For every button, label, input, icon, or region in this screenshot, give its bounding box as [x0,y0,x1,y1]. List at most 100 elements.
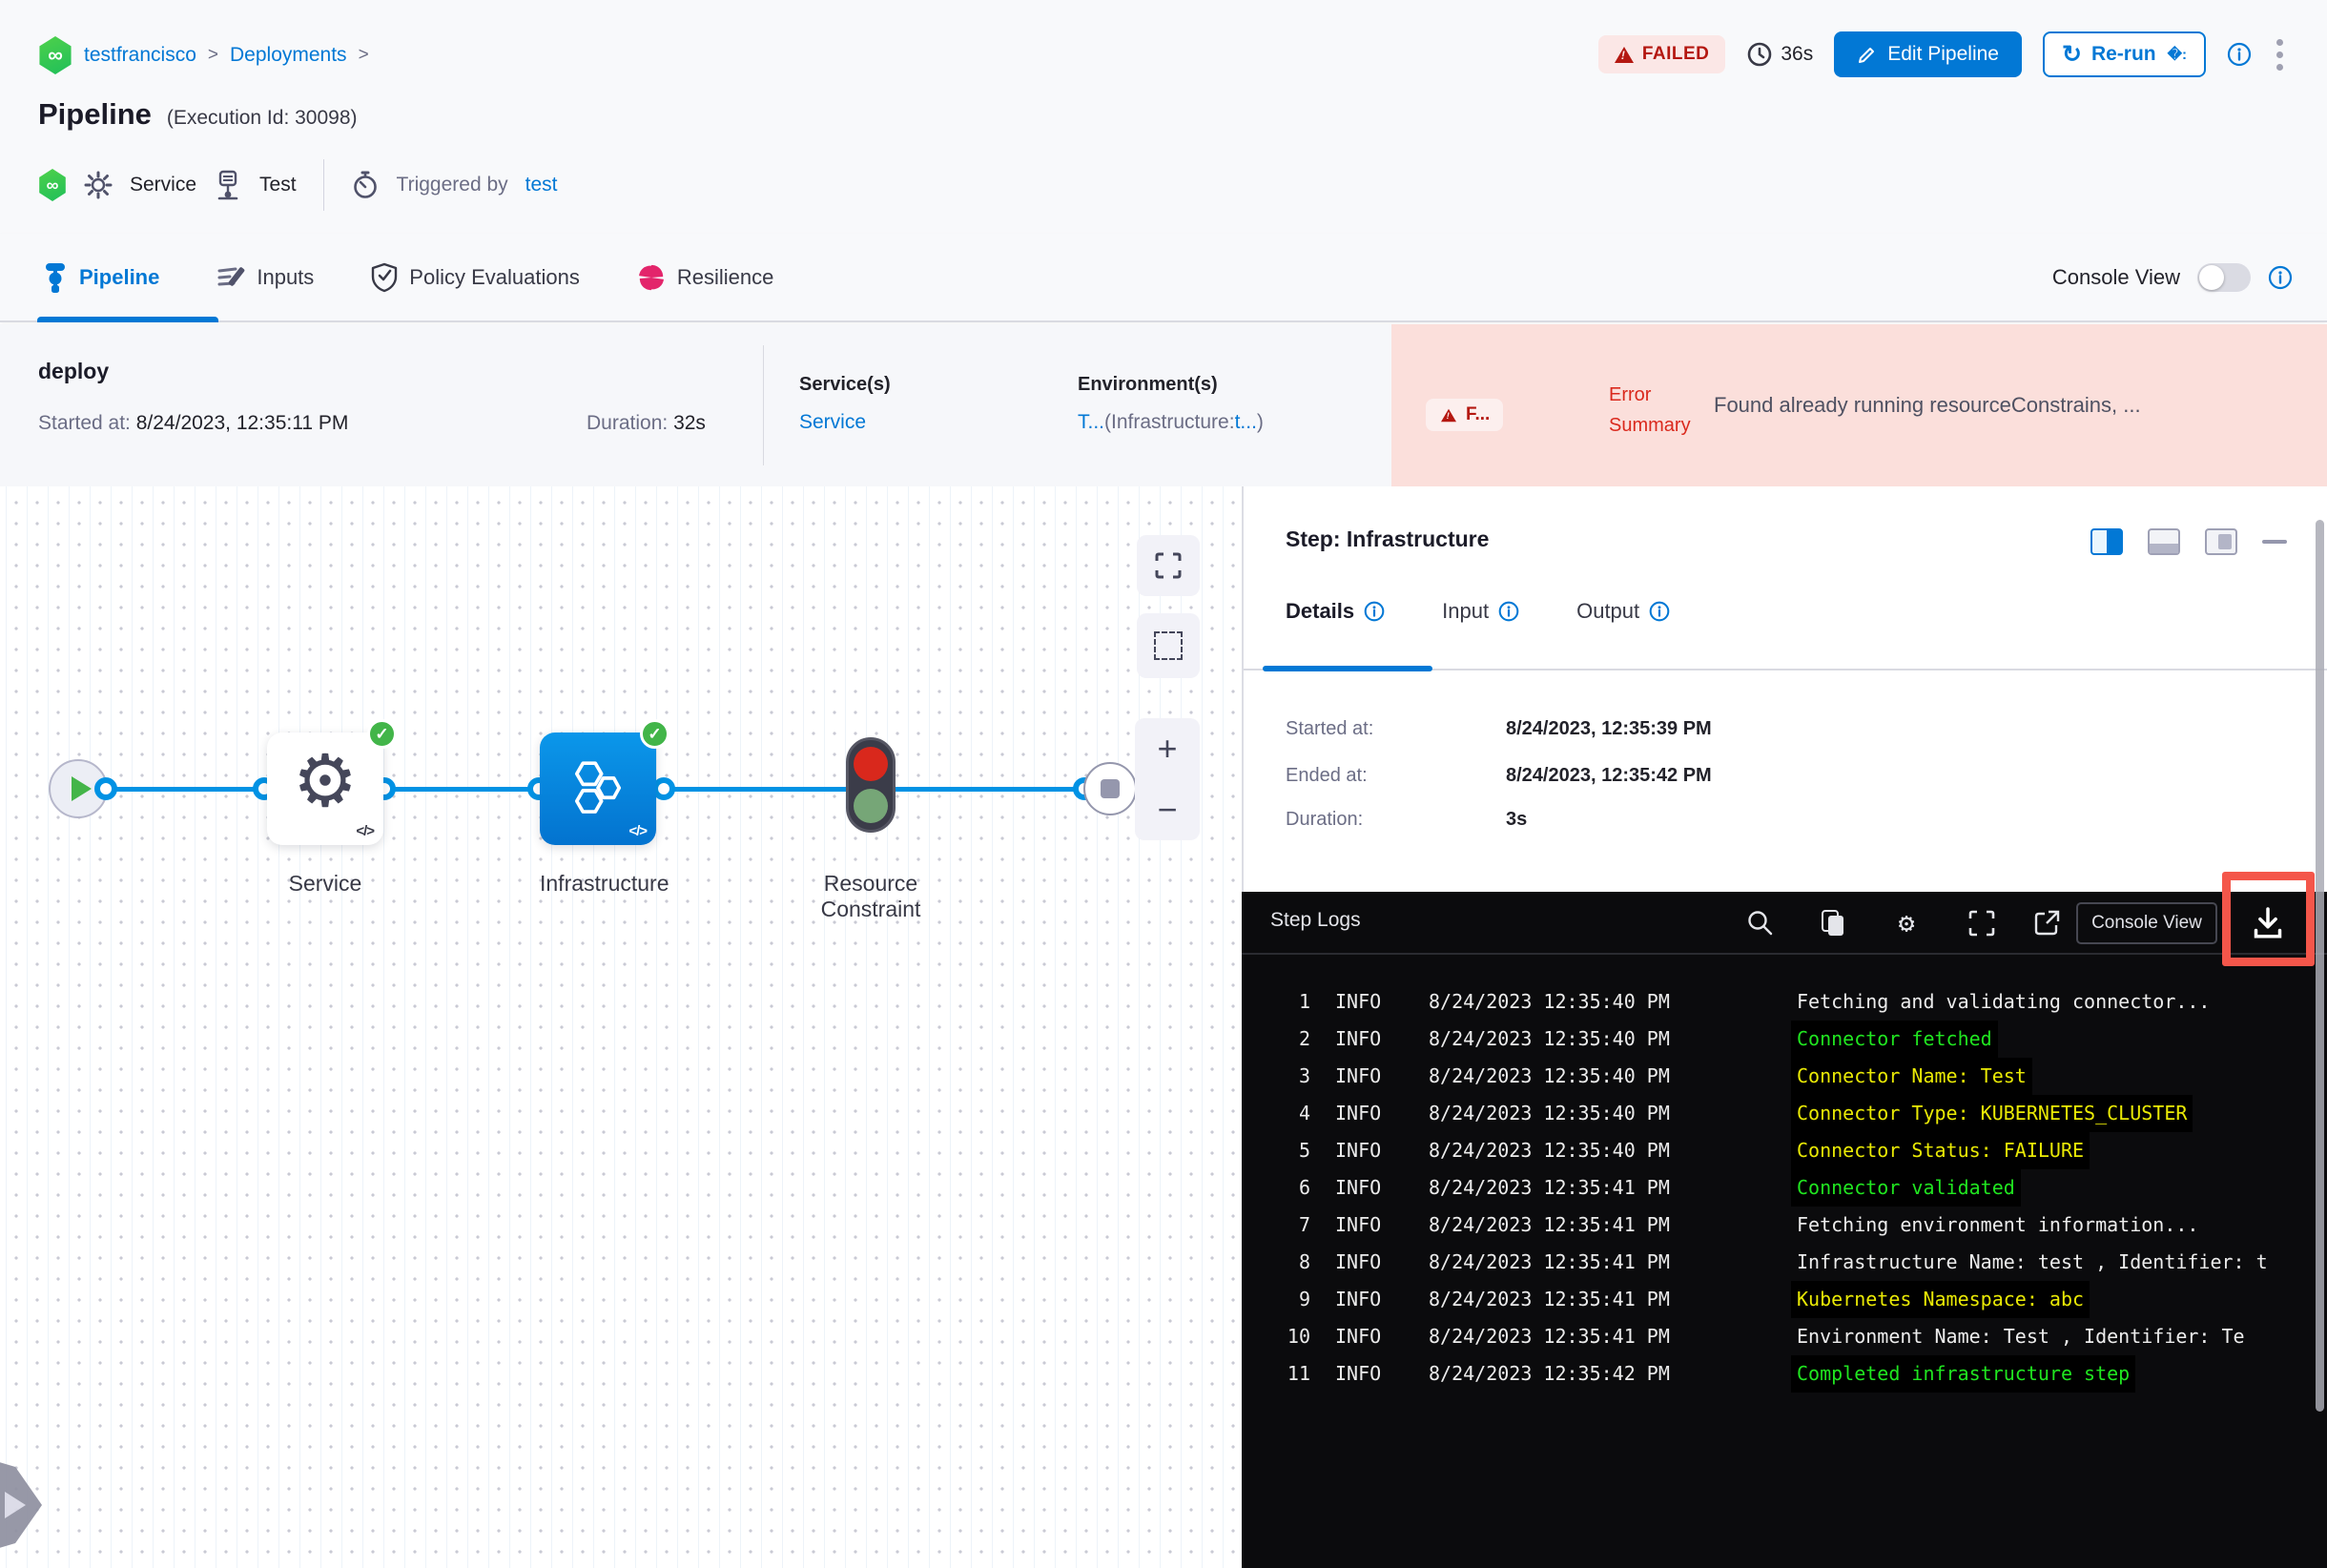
tab-pipeline[interactable]: Pipeline [37,262,165,293]
log-line-number: 10 [1287,1325,1310,1348]
tab-inputs[interactable]: Inputs [211,264,319,291]
edit-pipeline-button[interactable]: Edit Pipeline [1834,31,2022,77]
code-icon: </> [356,823,375,839]
zoom-in-button[interactable]: + [1157,729,1178,768]
rerun-button[interactable]: ↻ Re-run �: [2042,31,2206,77]
info-icon[interactable] [2227,42,2252,67]
info-icon[interactable] [1498,601,1519,622]
log-settings-gear-icon[interactable]: ⚙ [1898,907,1915,939]
log-message: Connector Status: FAILURE [1791,1132,2090,1169]
tab-resilience[interactable]: Resilience [631,263,780,292]
tab-inputs-label: Inputs [257,264,315,289]
warning-icon [1614,46,1634,63]
step-tabs: Details Input Output [1286,599,1670,624]
log-message: Environment Name: Test , Identifier: Te [1797,1325,2245,1348]
tab-policy-evaluations[interactable]: Policy Evaluations [365,262,586,293]
info-icon[interactable] [1364,601,1385,622]
edge-resource-end [893,787,1087,792]
tab-pipeline-label: Pipeline [79,264,160,289]
step-node-infrastructure[interactable]: ✓ </> [540,719,669,845]
service-link[interactable]: Service [799,411,867,433]
tab-details[interactable]: Details [1286,599,1385,624]
log-level: INFO [1335,1027,1382,1050]
environment-link[interactable]: T... [1078,411,1105,433]
copy-icon[interactable] [1818,908,1848,939]
log-timestamp: 8/24/2023 12:35:41 PM [1429,1288,1670,1310]
log-message: Fetching and validating connector... [1797,990,2211,1013]
chevron-right-icon: > [207,45,218,65]
stage-name: deploy [38,359,110,383]
pipeline-meta-row: ∞ Service Test [38,159,558,211]
canvas-zoom-controls: + − [1135,718,1200,840]
breadcrumb-deployments-link[interactable]: Deployments [230,44,347,66]
log-message: Kubernetes Namespace: abc [1791,1281,2090,1318]
active-tab-underline [37,317,218,322]
rerun-label: Re-run [2090,43,2156,65]
node-label-service: Service [288,871,362,896]
canvas-select-button[interactable] [1137,613,1200,678]
execution-tabbar: Pipeline Inputs Policy Eva [0,234,2327,322]
console-view-button[interactable]: Console View [2076,902,2217,944]
canvas-fullscreen-button[interactable] [1137,535,1200,596]
shield-check-icon [372,262,398,292]
code-icon: </> [628,823,648,839]
infrastructure-link[interactable]: t... [1234,411,1257,433]
stop-icon [1101,779,1120,798]
step-node-service[interactable]: ⚙ ✓ </> [267,719,397,845]
log-timestamp: 8/24/2023 12:35:40 PM [1429,1102,1670,1124]
triggered-by-user-link[interactable]: test [525,174,558,196]
layout-floating-button[interactable] [2205,528,2237,555]
panel-scrollbar[interactable] [2316,520,2324,1412]
log-level: INFO [1335,1139,1382,1162]
node-label-resource-constraint: Resource Constraint [820,871,921,921]
more-options-menu[interactable] [2273,35,2287,74]
panel-layout-controls [2090,528,2287,555]
marquee-select-icon [1154,631,1183,660]
tab-output[interactable]: Output [1576,599,1670,624]
pipeline-end-node[interactable] [1083,762,1137,815]
log-message: Connector fetched [1791,1021,1998,1058]
fullscreen-icon[interactable] [1967,908,1997,939]
layout-bottom-split-button[interactable] [2148,528,2180,555]
edge-service-infra [383,787,542,792]
console-view-toggle[interactable] [2197,262,2251,292]
started-value: 8/24/2023, 12:35:11 PM [135,412,349,434]
error-summary-message[interactable]: Found already running resourceConstrains… [1714,393,2141,417]
elapsed-time-value: 36s [1781,43,1814,65]
edge-start-service [95,787,267,792]
tab-input[interactable]: Input [1442,599,1519,624]
download-logs-button[interactable] [2249,904,2287,942]
search-icon[interactable] [1745,908,1776,939]
tab-details-label: Details [1286,599,1355,623]
environment-name[interactable]: Test [259,174,297,196]
minimize-panel-button[interactable] [2262,540,2287,544]
execution-id: (Execution Id: 30098) [166,107,358,129]
expand-left-panel-handle[interactable] [0,1457,42,1553]
log-level: INFO [1335,1102,1382,1124]
zoom-out-button[interactable]: − [1157,790,1178,829]
layout-right-split-button[interactable] [2090,528,2123,555]
log-line-number: 11 [1287,1362,1310,1385]
console-view-group: Console View [2052,234,2293,320]
breadcrumb: ∞ testfrancisco > Deployments > [38,36,369,74]
stage-duration: Duration: 32s [587,412,706,435]
pipeline-graph-canvas[interactable]: ⚙ ✓ </> ✓ </> Service Infrastructure Res… [0,486,1242,1568]
status-badge: FAILED [1597,35,1726,73]
open-external-icon[interactable] [2031,908,2062,939]
breadcrumb-project-link[interactable]: testfrancisco [84,44,196,66]
error-badge-label: F... [1466,404,1491,424]
service-name[interactable]: Service [130,174,197,196]
info-icon[interactable] [1649,601,1670,622]
detail-ended-value: 8/24/2023, 12:35:42 PM [1506,765,1712,786]
fullscreen-icon [1155,552,1182,579]
detail-ended-label: Ended at: [1286,765,1368,786]
info-icon[interactable] [2268,265,2293,290]
green-light-icon [854,789,888,823]
step-node-resource-constraint[interactable] [846,737,896,833]
stage-summary-bar: deploy Started at: 8/24/2023, 12:35:11 P… [0,324,2327,486]
